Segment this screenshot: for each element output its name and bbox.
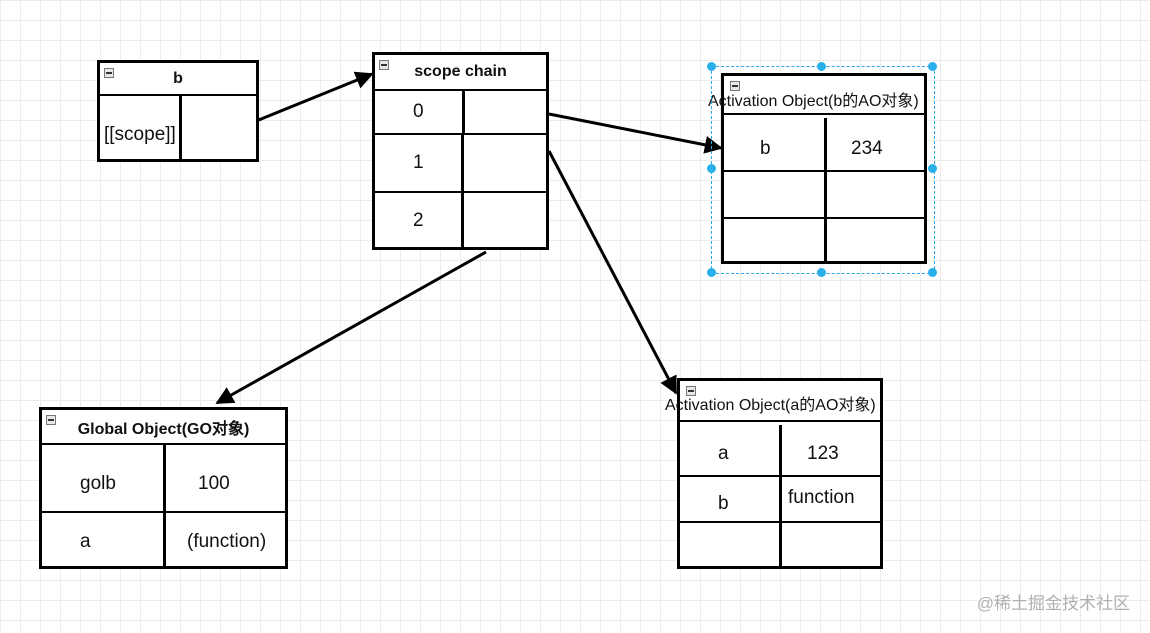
b-ao-title: Activation Object(b的AO对象) (708, 93, 919, 110)
collapse-icon[interactable] (379, 60, 389, 70)
a-ao-title: Activation Object(a的AO对象) (665, 397, 876, 414)
resize-handle-middle-right[interactable] (928, 164, 937, 173)
edge-scope-chain-2-to-global-object[interactable] (215, 250, 487, 405)
collapse-icon[interactable] (730, 81, 740, 91)
collapse-icon[interactable] (104, 68, 114, 78)
go-value-golb: 100 (198, 473, 230, 494)
resize-handle-top-right[interactable] (928, 62, 937, 71)
node-b-header[interactable]: b (100, 63, 256, 96)
node-b-title: b (173, 69, 183, 87)
node-scope-chain-header[interactable]: scope chain (375, 55, 546, 91)
a-ao-key-b: b (718, 493, 729, 514)
collapse-icon[interactable] (686, 386, 696, 396)
a-ao-value-b: function (788, 487, 855, 508)
scope-chain-index-1: 1 (413, 152, 424, 173)
node-scope-chain[interactable]: scope chain 0 1 2 (372, 52, 549, 250)
resize-handle-bottom-right[interactable] (928, 268, 937, 277)
resize-handle-top-left[interactable] (707, 62, 716, 71)
a-ao-value-a: 123 (807, 443, 839, 464)
b-ao-key-b: b (760, 138, 771, 159)
node-b-key-scope: [[scope]] (104, 124, 176, 145)
node-b[interactable]: b [[scope]] (97, 60, 259, 162)
resize-handle-top-center[interactable] (817, 62, 826, 71)
go-key-a: a (80, 531, 91, 552)
scope-chain-index-2: 2 (413, 210, 424, 231)
node-b-activation-object[interactable]: b 234 (721, 73, 927, 264)
watermark-text: @稀土掘金技术社区 (976, 594, 1130, 613)
cell-divider (824, 118, 827, 261)
resize-handle-middle-left[interactable] (707, 164, 716, 173)
resize-handle-bottom-left[interactable] (707, 268, 716, 277)
a-ao-key-a: a (718, 443, 729, 464)
node-global-object-title: Global Object(GO对象) (77, 420, 250, 438)
cell-divider (163, 445, 166, 566)
go-key-golb: golb (80, 473, 116, 494)
go-value-a: (function) (187, 531, 267, 552)
cell-divider (779, 425, 782, 566)
row-divider (724, 113, 924, 115)
resize-handle-bottom-center[interactable] (817, 268, 826, 277)
edge-scope-chain-1-to-a-ao[interactable] (547, 150, 678, 395)
row-divider (375, 133, 546, 135)
node-global-object[interactable]: Global Object(GO对象) golb 100 a (function… (39, 407, 288, 569)
scope-chain-index-0: 0 (413, 101, 424, 122)
collapse-icon[interactable] (46, 415, 56, 425)
cell-divider (462, 91, 465, 133)
cell-divider (179, 95, 182, 159)
row-divider (375, 191, 546, 193)
node-scope-chain-title: scope chain (414, 63, 507, 80)
node-global-object-header[interactable]: Global Object(GO对象) (42, 410, 285, 445)
edge-scope-chain-0-to-b-ao[interactable] (548, 112, 723, 154)
b-ao-value-b: 234 (851, 138, 883, 159)
row-divider (680, 420, 880, 422)
node-a-activation-object[interactable]: a 123 b function (677, 378, 883, 569)
cell-divider (461, 135, 464, 247)
